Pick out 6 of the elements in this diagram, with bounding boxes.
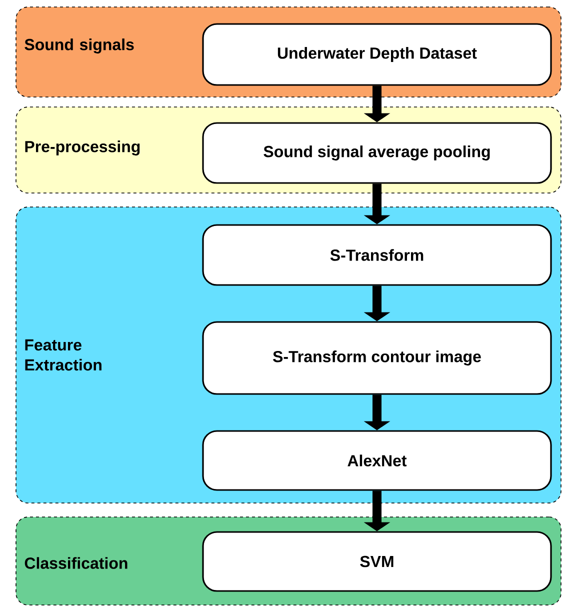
process-box: Sound signal average pooling xyxy=(202,122,552,184)
process-box: SVM xyxy=(202,531,552,592)
process-box: AlexNet xyxy=(202,430,552,491)
process-box: Underwater Depth Dataset xyxy=(202,23,552,86)
process-box: S-Transform contour image xyxy=(202,321,552,395)
process-box: S-Transform xyxy=(202,224,552,286)
